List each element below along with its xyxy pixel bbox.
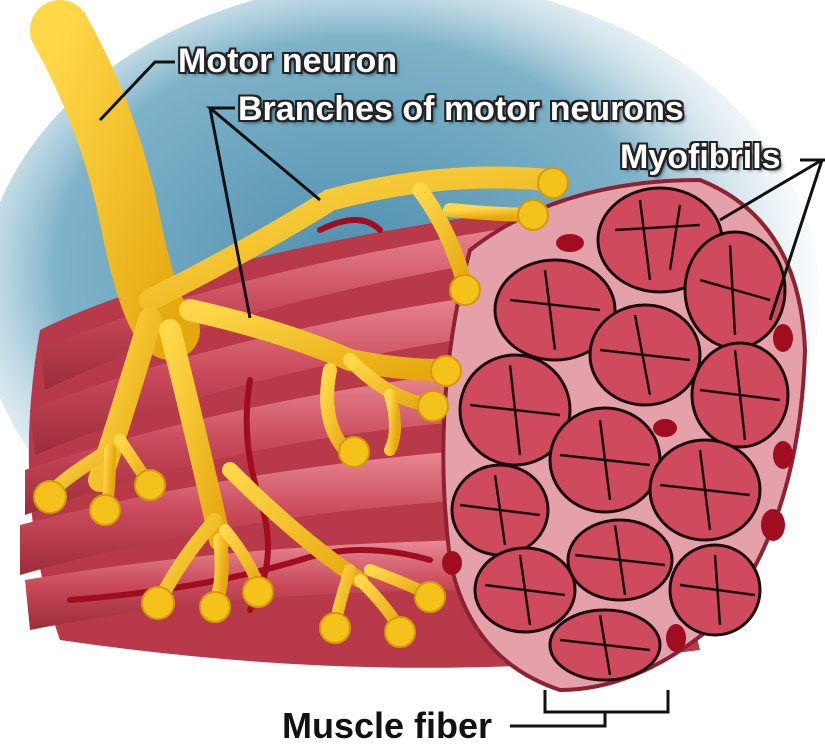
motor-neuron-label: Motor neuron (178, 44, 397, 78)
myofibrils-label: Myofibrils (620, 140, 781, 174)
muscle-fiber-bracket (545, 690, 668, 712)
muscle-fiber-leader (510, 712, 605, 726)
branches-label: Branches of motor neurons (238, 92, 684, 126)
muscle-fiber-label: Muscle fiber (282, 708, 492, 744)
